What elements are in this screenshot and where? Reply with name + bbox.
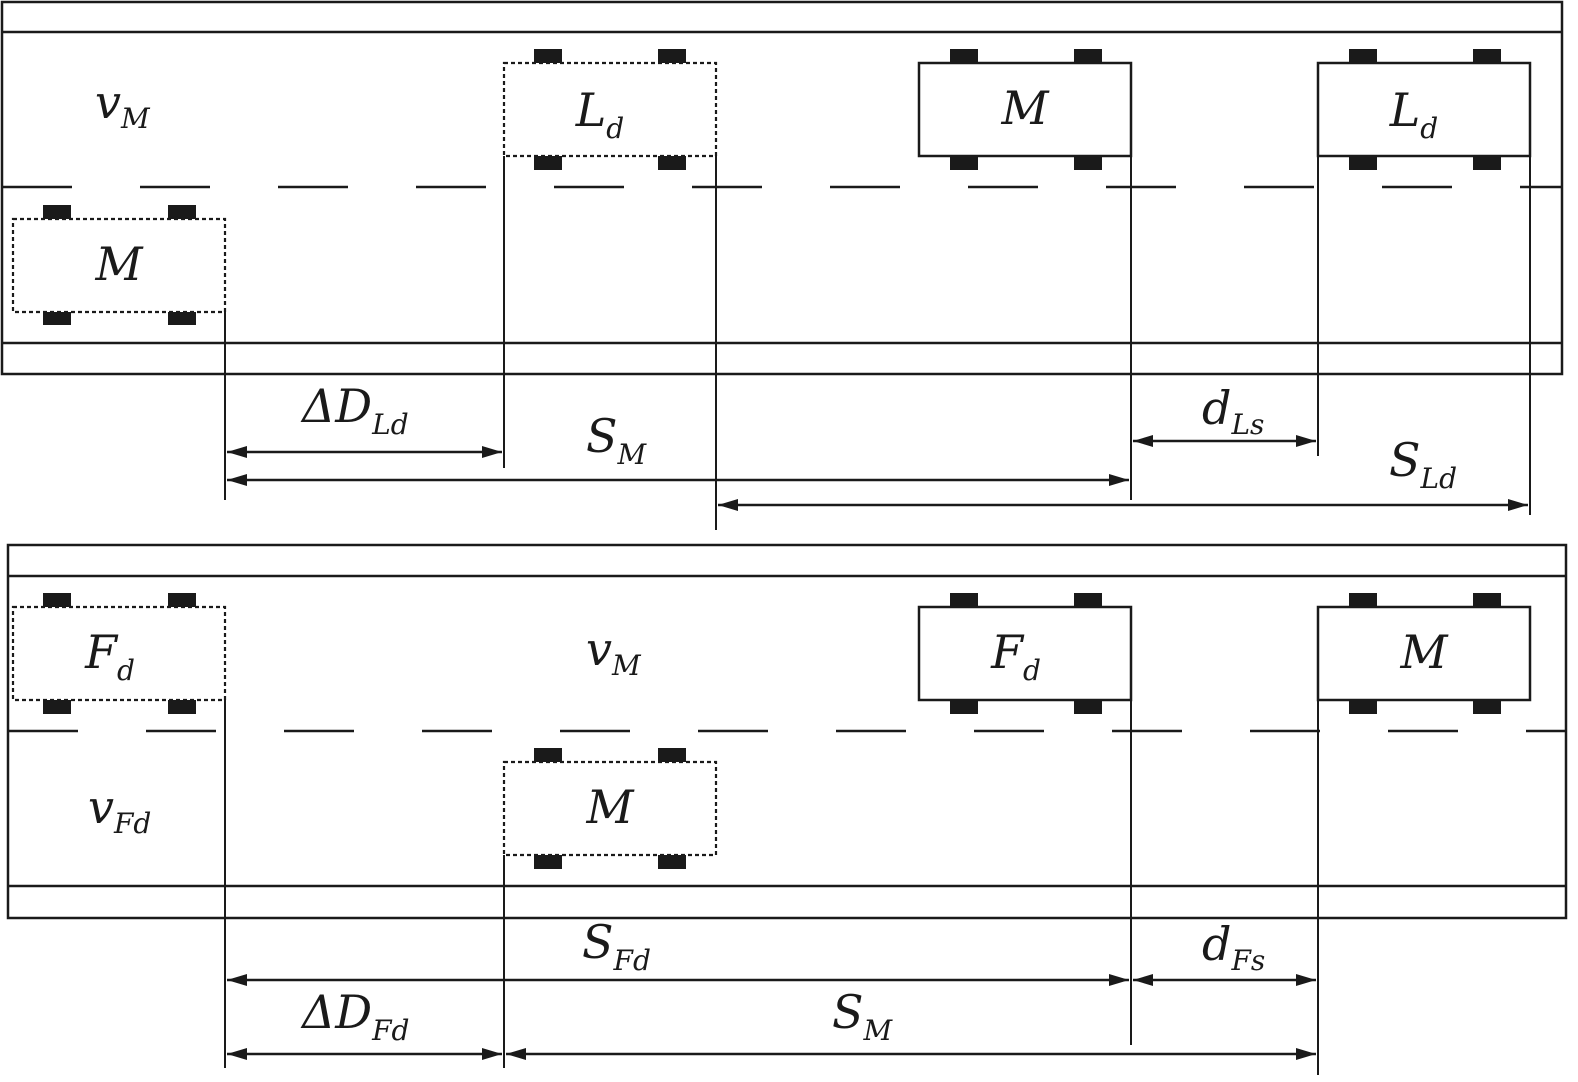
car-body [11,217,227,314]
wheel [43,593,71,607]
wheel [534,855,562,869]
wheel [950,49,978,63]
wheel [1349,593,1377,607]
wheel [1074,156,1102,170]
car-merging-target: M [917,49,1133,170]
wheel [1473,156,1501,170]
dim-label-delta-d-ld: ΔDLd [300,379,409,441]
car-label: M [1399,625,1449,679]
dim-label-s-fd: SFd [582,915,651,977]
wheel [1473,49,1501,63]
dim-label-s-m: SM [586,409,648,471]
wheel [168,593,196,607]
bottom-road-border [6,543,1568,920]
car-lead-desired-end: Ld [1316,49,1532,170]
car-label: Ld [575,83,624,145]
dim-label-d-fs: dFs [1202,917,1265,977]
speed-label-vm: vM [95,75,151,135]
wheel [1074,700,1102,714]
car-label: Ld [1389,83,1438,145]
speed-label-vfd: vFd [88,780,151,840]
wheel [534,156,562,170]
car-body [917,61,1133,158]
dim-label-d-ls: dLs [1202,381,1264,441]
car-label: Fd [84,625,135,687]
wheel [168,700,196,714]
wheel [168,311,196,325]
car-merging: M [502,748,718,869]
wheel [1473,593,1501,607]
wheel [1473,700,1501,714]
car-label: Fd [990,625,1041,687]
wheel [168,205,196,219]
wheel [950,700,978,714]
wheel [950,156,978,170]
car-body [502,760,718,857]
car-label: M [1000,81,1050,135]
wheel [658,156,686,170]
car-lead-desired-start: Ld [502,49,718,170]
wheel [1349,49,1377,63]
speed-label-vm: vM [586,622,642,682]
wheel [658,748,686,762]
car-body [917,605,1133,702]
wheel [1074,593,1102,607]
top-road-border [0,0,1564,376]
car-follow-desired-start: Fd [11,593,227,714]
wheel [1074,49,1102,63]
top-scene: M Ld M Ld vM Δ [0,0,1564,530]
bottom-road [6,543,1568,920]
car-body [1316,605,1532,702]
car-follow-desired-end: Fd [917,593,1133,714]
car-body [1316,61,1532,158]
wheel [1349,156,1377,170]
dim-label-s-ld: SLd [1389,433,1457,495]
car-label: M [585,780,635,834]
wheel [534,49,562,63]
car-body [11,605,227,702]
wheel [658,855,686,869]
car-label: M [94,237,144,291]
top-reference-lines [224,156,1531,530]
dim-label-s-m: SM [832,985,894,1047]
bottom-reference-lines [224,700,1319,1075]
wheel [1349,700,1377,714]
wheel [658,49,686,63]
wheel [950,593,978,607]
top-road [0,0,1564,376]
car-merging: M [11,205,227,325]
car-merging-target: M [1316,593,1532,714]
wheel [43,311,71,325]
wheel [43,700,71,714]
wheel [534,748,562,762]
wheel [43,205,71,219]
bottom-scene: Fd M Fd M vM vFd [6,543,1568,1075]
dim-label-delta-d-fd: ΔDFd [300,985,409,1047]
car-body [502,61,718,158]
